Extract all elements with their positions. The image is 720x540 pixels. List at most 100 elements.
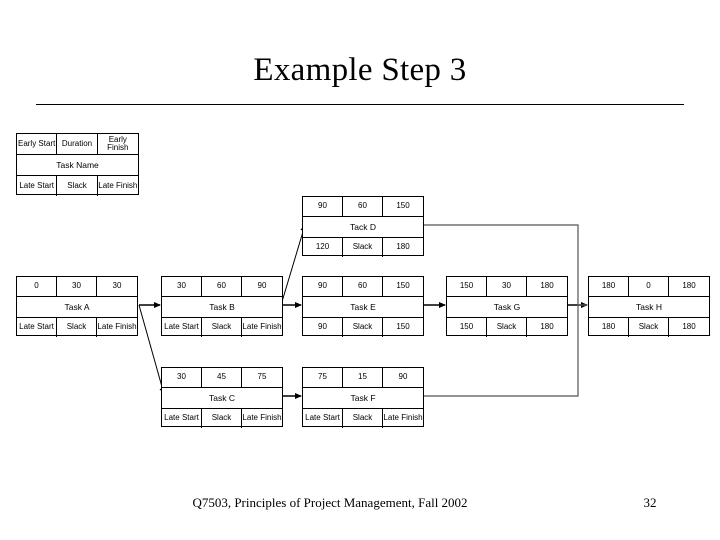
task-e-name: Task E — [350, 301, 376, 312]
task-f-name: Task F — [350, 392, 376, 403]
task-b-late-start: Late Start — [162, 318, 202, 337]
task-h-late-start: 180 — [589, 318, 629, 337]
title-divider — [36, 104, 684, 105]
task-g-slack: Slack — [487, 318, 527, 337]
task-c-late-finish: Late Finish — [242, 413, 282, 423]
task-c-early-start: 30 — [162, 368, 202, 387]
task-d-slack: Slack — [343, 238, 383, 257]
legend-duration: Duration — [57, 134, 98, 154]
task-a-late-finish: Late Finish — [97, 322, 137, 332]
task-d-name: Tack D — [350, 221, 376, 232]
task-f-duration: 15 — [343, 368, 383, 387]
task-d-early-start: 90 — [303, 197, 343, 216]
legend-task-name: Task Name — [56, 159, 99, 170]
footer-course-label: Q7503, Principles of Project Management,… — [192, 495, 468, 510]
legend-late-finish: Late Finish — [98, 180, 138, 190]
legend-mid-row: Task Name — [17, 155, 138, 176]
task-a-name: Task A — [64, 301, 90, 312]
legend-early-finish: Early Finish — [107, 134, 129, 152]
task-f-early-finish: 90 — [398, 372, 408, 382]
task-f-late-finish: Late Finish — [383, 413, 423, 423]
task-c-duration: 45 — [202, 368, 242, 387]
task-h-early-start: 180 — [589, 277, 629, 296]
task-e-name-row: Task E — [303, 297, 423, 318]
task-d-late-finish: 180 — [396, 242, 410, 252]
task-c-name-row: Task C — [162, 388, 282, 409]
task-h-duration: 0 — [629, 277, 669, 296]
task-e-early-finish: 150 — [396, 281, 410, 291]
task-g-name: Task G — [493, 301, 521, 312]
task-e-late-finish: 150 — [396, 322, 410, 332]
task-d-name-row: Tack D — [303, 217, 423, 238]
task-g-name-row: Task G — [447, 297, 567, 318]
task-a-early-finish: 30 — [112, 281, 122, 291]
task-d-early-finish: 150 — [396, 201, 410, 211]
task-f-late-start: Late Start — [303, 409, 343, 428]
task-e-duration: 60 — [343, 277, 383, 296]
legend-top-row: Early Start Duration Early Finish — [17, 134, 138, 155]
task-g-early-finish: 180 — [540, 281, 554, 291]
task-h-late-finish: 180 — [682, 322, 696, 332]
task-d-duration: 60 — [343, 197, 383, 216]
task-g-late-finish: 180 — [540, 322, 554, 332]
task-e-late-start: 90 — [303, 318, 343, 337]
task-e-slack: Slack — [343, 318, 383, 337]
legend-late-start: Late Start — [17, 176, 58, 196]
task-b-duration: 60 — [202, 277, 242, 296]
task-g-late-start: 150 — [447, 318, 487, 337]
task-a-early-start: 0 — [17, 277, 57, 296]
task-f-early-start: 75 — [303, 368, 343, 387]
task-c-name: Task C — [209, 392, 235, 403]
task-f-slack: Slack — [343, 409, 383, 428]
task-b-late-finish: Late Finish — [242, 322, 282, 332]
task-g-duration: 30 — [487, 277, 527, 296]
task-d-late-start: 120 — [303, 238, 343, 257]
page-title: Example Step 3 — [253, 52, 467, 88]
task-e-early-start: 90 — [303, 277, 343, 296]
task-h-name-row: Task H — [589, 297, 709, 318]
task-f-name-row: Task F — [303, 388, 423, 409]
task-a-duration: 30 — [57, 277, 97, 296]
task-h-early-finish: 180 — [682, 281, 696, 291]
task-c-slack: Slack — [202, 409, 242, 428]
task-g-early-start: 150 — [447, 277, 487, 296]
task-b-name: Task B — [209, 301, 235, 312]
page-number: 32 — [643, 495, 657, 510]
task-c-late-start: Late Start — [162, 409, 202, 428]
legend-bottom-row: Late Start Slack Late Finish — [17, 176, 138, 196]
task-b-name-row: Task B — [162, 297, 282, 318]
task-h-slack: Slack — [629, 318, 669, 337]
task-b-slack: Slack — [202, 318, 242, 337]
task-a-late-start: Late Start — [17, 318, 57, 337]
task-h-name: Task H — [636, 301, 662, 312]
task-a-slack: Slack — [57, 318, 97, 337]
task-c-early-finish: 75 — [257, 372, 267, 382]
legend-early-start: Early Start — [17, 134, 58, 154]
task-b-early-start: 30 — [162, 277, 202, 296]
task-b-early-finish: 90 — [257, 281, 267, 291]
